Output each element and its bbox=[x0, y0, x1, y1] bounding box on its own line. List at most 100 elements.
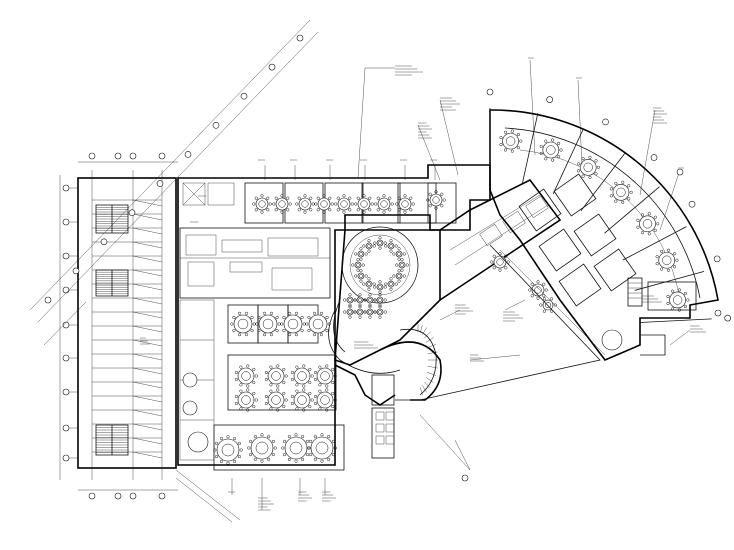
chair bbox=[307, 446, 311, 450]
round-table bbox=[250, 436, 274, 460]
round-table-set bbox=[373, 280, 387, 294]
chair bbox=[290, 370, 294, 375]
chair bbox=[311, 202, 315, 206]
round-table bbox=[182, 372, 198, 388]
chair bbox=[276, 364, 280, 368]
chair bbox=[577, 169, 581, 173]
lazy-susan bbox=[348, 298, 352, 302]
chair bbox=[320, 433, 324, 437]
round-table-set bbox=[392, 247, 406, 261]
lazy-susan bbox=[255, 441, 269, 455]
chair bbox=[303, 210, 307, 214]
lazy-susan bbox=[368, 310, 372, 314]
corridor-room bbox=[502, 210, 526, 234]
lazy-susan bbox=[237, 318, 249, 330]
chair bbox=[539, 303, 543, 307]
round-table bbox=[493, 255, 507, 269]
bay-diag bbox=[132, 199, 163, 207]
round-table-set bbox=[354, 247, 368, 261]
chair bbox=[383, 285, 387, 289]
private-room bbox=[227, 354, 337, 411]
chair bbox=[282, 329, 286, 333]
axis-bubble bbox=[156, 180, 164, 187]
lazy-susan bbox=[340, 200, 348, 208]
chair bbox=[402, 252, 406, 256]
chair bbox=[250, 329, 254, 333]
chair bbox=[294, 433, 298, 437]
chair bbox=[409, 196, 413, 200]
chair bbox=[551, 158, 555, 162]
chair bbox=[331, 391, 335, 395]
round-table-set bbox=[334, 194, 354, 214]
axis-bubble bbox=[212, 122, 220, 129]
round-table-set bbox=[307, 433, 337, 463]
chair bbox=[348, 305, 352, 309]
chair bbox=[246, 388, 250, 392]
stair-tread bbox=[425, 337, 434, 343]
chair bbox=[266, 196, 270, 200]
stair-tread bbox=[427, 366, 438, 369]
chair bbox=[239, 407, 243, 411]
chair bbox=[397, 279, 401, 283]
bay-diag bbox=[132, 367, 163, 375]
axis-bubble bbox=[184, 151, 192, 158]
diagonal-axis-bubbles bbox=[44, 34, 304, 304]
round-table bbox=[308, 314, 328, 334]
chair bbox=[498, 268, 502, 272]
chair bbox=[388, 208, 392, 212]
chair bbox=[331, 453, 335, 457]
chair bbox=[310, 374, 314, 378]
round-table-set bbox=[539, 138, 563, 162]
chair bbox=[318, 365, 322, 369]
chair bbox=[378, 246, 382, 250]
chair bbox=[267, 435, 271, 439]
stair-tread bbox=[426, 344, 437, 349]
round-table-set bbox=[305, 311, 331, 337]
chair bbox=[312, 333, 317, 337]
chair bbox=[266, 208, 270, 212]
round-table bbox=[377, 197, 391, 211]
chair bbox=[434, 206, 438, 210]
chair bbox=[640, 213, 644, 217]
bay-diag bbox=[132, 311, 163, 319]
lazy-susan bbox=[534, 286, 542, 294]
round-table bbox=[398, 261, 406, 269]
bay-diag bbox=[132, 241, 163, 249]
stair-bottom bbox=[95, 424, 129, 456]
chair bbox=[327, 457, 331, 461]
chair bbox=[368, 196, 372, 200]
bay-diag bbox=[132, 437, 163, 445]
axis-bubble bbox=[88, 152, 96, 160]
chair bbox=[640, 231, 644, 235]
chair bbox=[234, 370, 238, 375]
chair bbox=[683, 291, 687, 295]
chair bbox=[666, 268, 671, 272]
round-table-set bbox=[577, 155, 600, 179]
chair bbox=[307, 315, 311, 319]
round-table-set bbox=[362, 277, 376, 291]
chair bbox=[364, 274, 368, 278]
chair bbox=[359, 247, 363, 251]
chair bbox=[257, 329, 261, 333]
round-table bbox=[316, 367, 334, 385]
lazy-susan bbox=[241, 371, 251, 381]
chair bbox=[382, 210, 386, 214]
round-table bbox=[283, 314, 303, 334]
chair bbox=[397, 269, 401, 273]
round-table bbox=[284, 436, 308, 460]
round-table-set bbox=[252, 194, 272, 214]
chair bbox=[319, 311, 324, 315]
stair-tread bbox=[425, 377, 434, 383]
round-table-set bbox=[255, 311, 281, 337]
chair bbox=[308, 391, 312, 395]
chair bbox=[269, 311, 274, 315]
lazy-susan bbox=[315, 441, 329, 455]
chair bbox=[536, 280, 540, 284]
chair bbox=[280, 322, 284, 326]
chair bbox=[333, 374, 337, 378]
chair bbox=[257, 315, 261, 319]
chair bbox=[295, 383, 299, 387]
chair bbox=[300, 315, 304, 319]
round-table bbox=[267, 391, 285, 409]
lazy-susan bbox=[358, 310, 362, 314]
